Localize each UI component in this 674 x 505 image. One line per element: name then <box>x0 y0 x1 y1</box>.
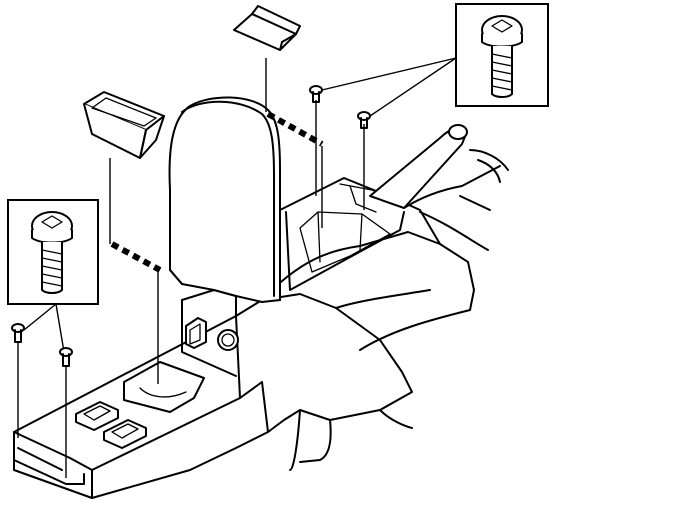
small-lid <box>233 5 301 51</box>
screw-detail-callout-left <box>7 199 99 305</box>
screw-rear-left <box>309 85 323 103</box>
window-switch-left <box>75 401 119 431</box>
screw-front-right <box>59 347 73 367</box>
window-switch-panel <box>13 317 239 485</box>
screw-front-left <box>11 323 25 343</box>
storage-tray <box>83 91 165 159</box>
window-switch-right <box>103 419 147 449</box>
screw-detail-callout-top <box>455 3 549 107</box>
assembly-lines <box>17 57 457 478</box>
armrest <box>168 96 281 311</box>
parking-brake-lever <box>369 124 509 209</box>
screw-rear-right <box>357 111 371 129</box>
screw <box>11 85 371 367</box>
screw-detail-icon <box>481 15 523 98</box>
screw-detail-icon <box>31 211 73 294</box>
